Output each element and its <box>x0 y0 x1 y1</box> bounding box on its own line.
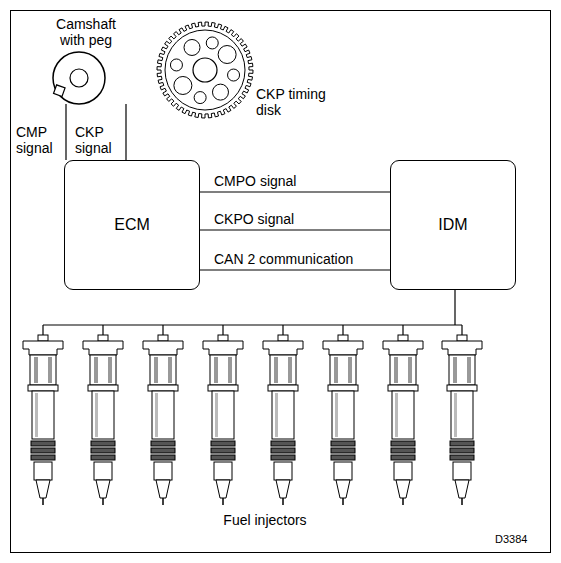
part-name: CKP timing disk <box>256 86 338 118</box>
ckp-timing-disk <box>157 22 253 118</box>
signal-line <box>200 191 390 192</box>
signal-name: CKPO signal <box>212 211 296 227</box>
signal-line <box>200 229 390 230</box>
part-name: Fuel injectors <box>195 512 335 528</box>
signal-name: CKP signal <box>75 124 121 156</box>
cmp-wire <box>65 104 66 160</box>
module-name: IDM <box>438 216 467 234</box>
camshaft <box>53 52 105 104</box>
control-module-box: ECM <box>64 160 200 290</box>
signal-name: CMPO signal <box>212 173 298 189</box>
control-module-box: IDM <box>390 160 516 290</box>
figure-number: D3384 <box>495 533 545 546</box>
ckp-wire <box>125 104 126 160</box>
injector-harness <box>43 290 462 325</box>
signal-line <box>200 269 390 270</box>
fuel-injectors <box>23 325 482 505</box>
signal-name: CAN 2 communication <box>212 251 355 267</box>
camshaft-peg <box>54 85 66 97</box>
part-name: Camshaft with peg <box>47 16 125 48</box>
module-name: ECM <box>114 216 150 234</box>
frame <box>11 11 551 553</box>
signal-name: CMP signal <box>16 124 62 156</box>
